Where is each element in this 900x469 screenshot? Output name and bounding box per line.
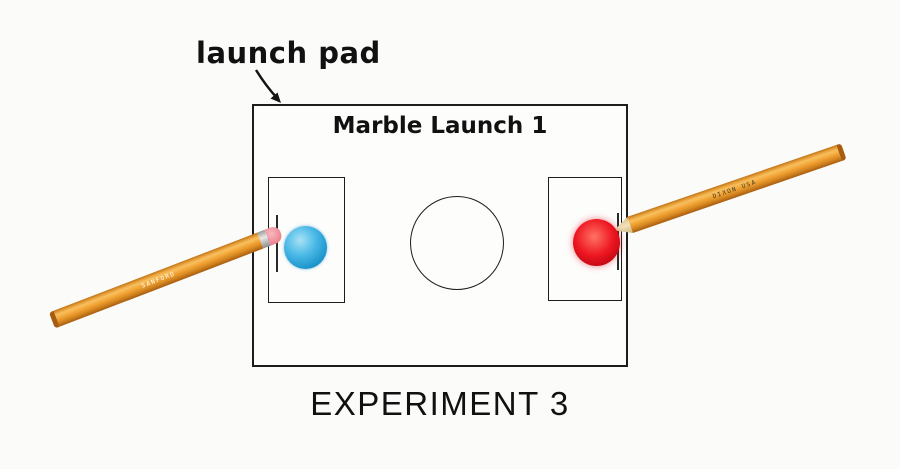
launch-pad-label: launch pad xyxy=(196,36,381,70)
left-pencil: SANFORD xyxy=(48,224,284,329)
center-target-circle xyxy=(410,196,504,290)
left-band-line xyxy=(276,215,278,272)
right-pencil-brand-text: DIXON USA xyxy=(711,178,758,200)
box-title: Marble Launch 1 xyxy=(332,113,548,139)
experiment-caption: EXPERIMENT 3 xyxy=(310,385,570,422)
blue-marble xyxy=(284,226,327,269)
right-pencil: DIXON USA xyxy=(611,143,847,238)
left-pencil-brand-text: SANFORD xyxy=(140,269,177,290)
right-pencil-body: DIXON USA xyxy=(627,144,842,234)
right-launch-chamber xyxy=(548,177,622,301)
red-marble xyxy=(573,219,620,266)
left-pencil-body: SANFORD xyxy=(53,232,264,327)
